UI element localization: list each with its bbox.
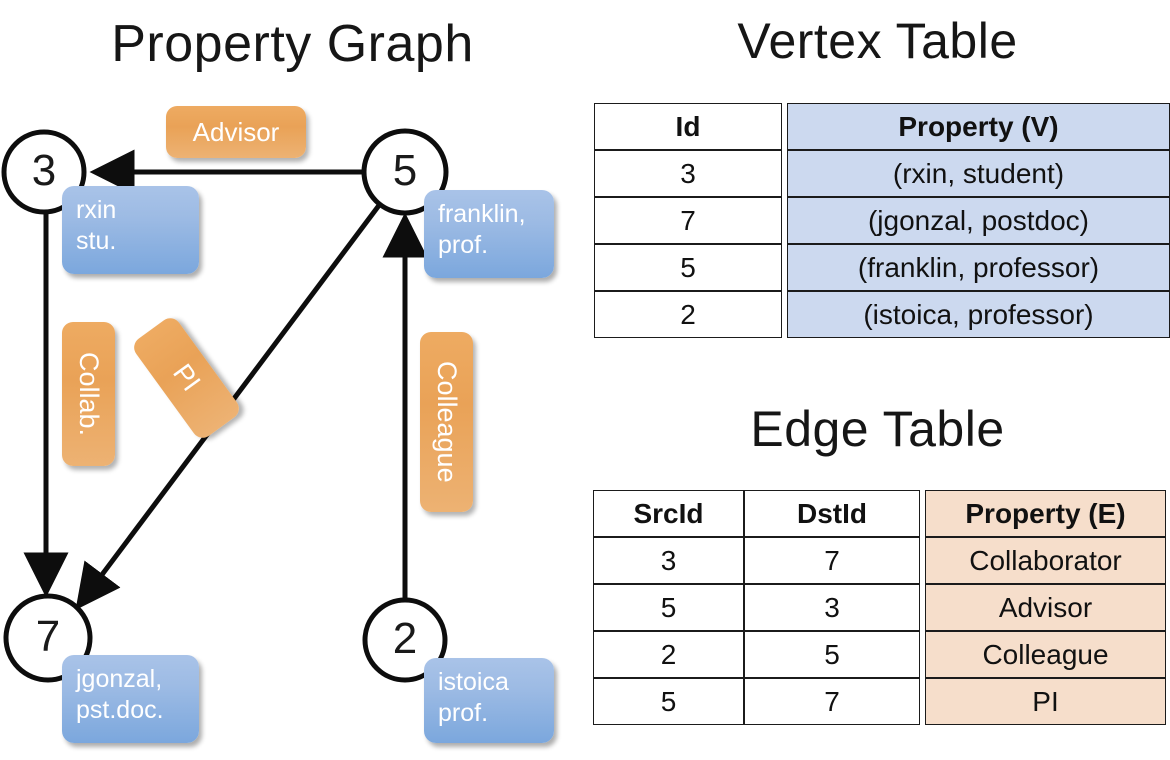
vertex-property-line: franklin, [438, 200, 526, 228]
vertex-property-line: pst.doc. [76, 695, 164, 724]
edge-table-cell-property: PI [925, 678, 1166, 725]
table-row: 2 5 Colleague [593, 631, 1166, 678]
table-row: 3 7 Collaborator [593, 537, 1166, 584]
table-row: 2 (istoica, professor) [594, 291, 1170, 338]
edge-table-cell-srcid: 5 [593, 678, 744, 725]
page-title-property-graph: Property Graph [111, 15, 474, 73]
vertex-property-box-istoica[interactable]: istoica prof. [424, 658, 554, 743]
vertex-property-line: istoica [438, 668, 509, 696]
vertex-property-line: stu. [76, 226, 117, 255]
vertex-table: Id Property (V) 3 (rxin, student) 7 (jgo… [594, 103, 1170, 338]
vertex-table-cell-id: 7 [594, 197, 782, 244]
table-row: 7 (jgonzal, postdoc) [594, 197, 1170, 244]
edge-property-box-advisor[interactable]: Advisor [166, 106, 306, 158]
edge-property-box-colleague[interactable]: Colleague [420, 332, 473, 512]
edge-table-cell-property: Colleague [925, 631, 1166, 678]
edge-table-cell-property: Advisor [925, 584, 1166, 631]
edge-table-cell-srcid: 2 [593, 631, 744, 678]
graph-node-circle-5[interactable] [361, 128, 449, 216]
graph-node-circle-2[interactable] [362, 597, 448, 683]
table-row: 5 (franklin, professor) [594, 244, 1170, 291]
edge-table-header-dstid: DstId [744, 490, 920, 537]
vertex-table-cell-property: (franklin, professor) [787, 244, 1170, 291]
vertex-table-header-id: Id [594, 103, 782, 150]
page-title-vertex-table: Vertex Table [737, 13, 1018, 69]
vertex-table-header-property: Property (V) [787, 103, 1170, 150]
edge-table-cell-srcid: 3 [593, 537, 744, 584]
vertex-table-cell-id: 3 [594, 150, 782, 197]
vertex-table-cell-id: 5 [594, 244, 782, 291]
vertex-table-cell-property: (istoica, professor) [787, 291, 1170, 338]
vertex-property-line: prof. [438, 698, 489, 727]
table-header-row: SrcId DstId Property (E) [593, 490, 1166, 537]
edge-table-header-srcid: SrcId [593, 490, 744, 537]
edge-table-cell-dstid: 7 [744, 537, 920, 584]
vertex-table-cell-id: 2 [594, 291, 782, 338]
edge-table: SrcId DstId Property (E) 3 7 Collaborato… [593, 490, 1166, 725]
table-row: 3 (rxin, student) [594, 150, 1170, 197]
vertex-property-line: rxin [76, 196, 117, 224]
page-title-edge-table: Edge Table [750, 401, 1005, 457]
edge-table-cell-property: Collaborator [925, 537, 1166, 584]
vertex-property-box-jgonzal[interactable]: jgonzal, pst.doc. [62, 655, 199, 743]
edge-table-cell-srcid: 5 [593, 584, 744, 631]
table-row: 5 3 Advisor [593, 584, 1166, 631]
edge-table-header-property: Property (E) [925, 490, 1166, 537]
vertex-property-line: jgonzal, [76, 665, 163, 693]
vertex-table-cell-property: (rxin, student) [787, 150, 1170, 197]
edge-table-cell-dstid: 7 [744, 678, 920, 725]
edge-table-cell-dstid: 5 [744, 631, 920, 678]
table-row: 5 7 PI [593, 678, 1166, 725]
vertex-property-line: prof. [438, 230, 489, 259]
vertex-property-box-rxin[interactable]: rxin stu. [62, 186, 199, 274]
edge-property-box-collab[interactable]: Collab. [62, 322, 115, 466]
vertex-table-cell-property: (jgonzal, postdoc) [787, 197, 1170, 244]
edge-table-cell-dstid: 3 [744, 584, 920, 631]
vertex-property-box-franklin[interactable]: franklin, prof. [424, 190, 554, 278]
table-header-row: Id Property (V) [594, 103, 1170, 150]
